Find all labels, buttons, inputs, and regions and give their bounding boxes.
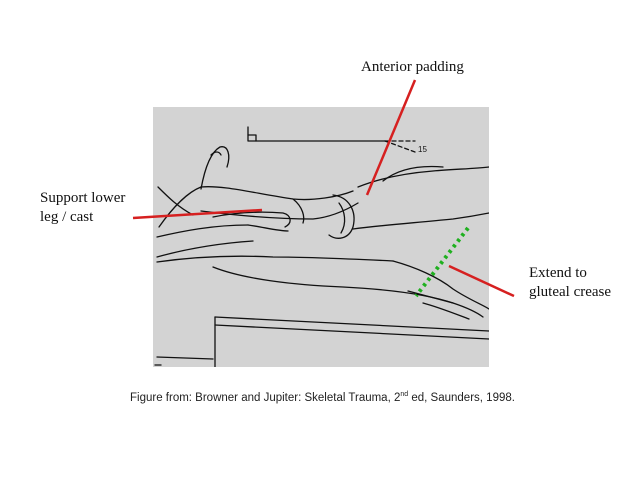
extend-gluteal-label: Extend to gluteal crease [529, 264, 611, 302]
support-label-line-2: leg / cast [40, 209, 94, 225]
anterior-padding-text: Anterior padding [361, 59, 464, 75]
support-label-line-1: Support lower [40, 190, 126, 206]
extend-label-line-2: gluteal crease [529, 284, 612, 300]
angle-mark-text: 15 [418, 145, 427, 154]
leg-cast-illustration: 15 [153, 107, 489, 367]
figure-caption: Figure from: Browner and Jupiter: Skelet… [130, 391, 530, 404]
caption-tail-text: ed, Saunders, 1998. [408, 392, 515, 404]
caption-superscript: nd [400, 391, 409, 399]
reference-line [247, 126, 386, 142]
caption-main-text: Figure from: Browner and Jupiter: Skelet… [130, 392, 401, 404]
support-lower-leg-label: Support lower leg / cast [40, 189, 125, 227]
line-drawing: 15 [154, 126, 489, 367]
extend-label-line-1: Extend to [529, 265, 587, 281]
anterior-padding-label: Anterior padding [361, 58, 464, 77]
